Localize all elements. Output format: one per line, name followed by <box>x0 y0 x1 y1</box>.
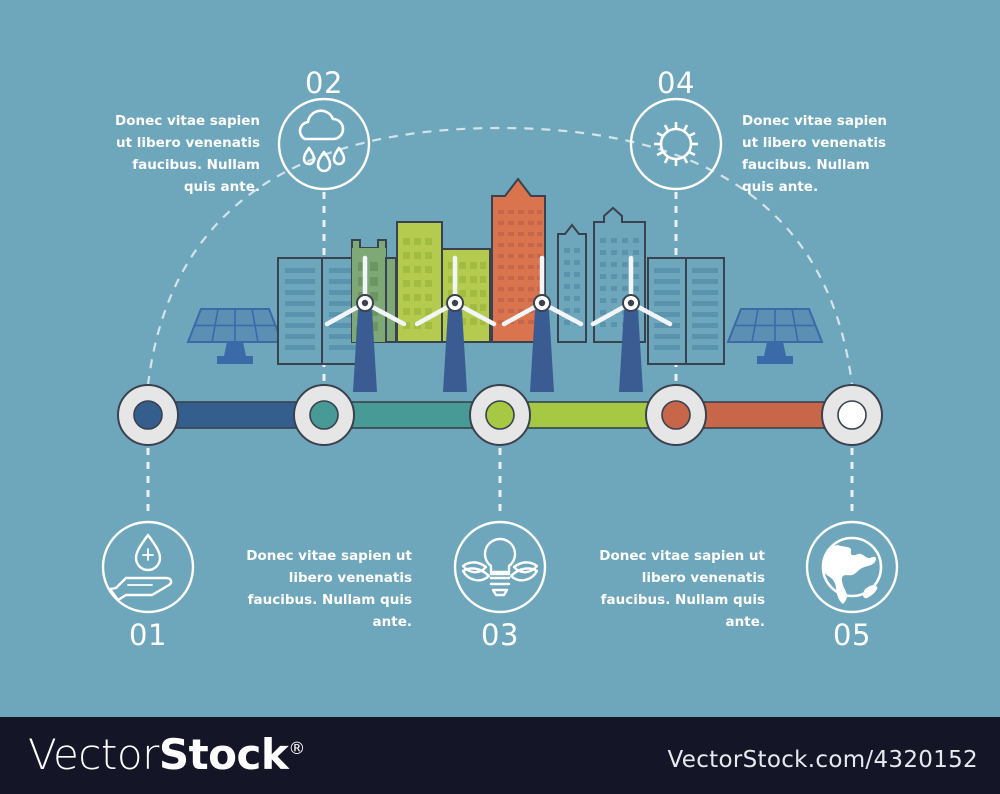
step-icon-05[interactable] <box>805 520 899 614</box>
building-1 <box>277 257 323 365</box>
rain-cloud-icon <box>298 109 346 173</box>
step-description-03: Donec vitae sapien ut libero venenatis f… <box>599 548 765 630</box>
wind-turbine-1 <box>324 255 407 392</box>
wind-turbine-4 <box>590 255 673 392</box>
step-number-03: 03 <box>481 618 519 652</box>
watermark-bar: VectorStock® VectorStock.com/4320152 <box>0 717 1000 794</box>
building-10 <box>647 257 687 365</box>
building-11 <box>685 257 725 365</box>
dashed-arc <box>146 126 854 386</box>
logo-stock-text: Stock <box>158 730 289 779</box>
step-icon-04[interactable] <box>629 97 723 191</box>
illustration-layer <box>101 97 899 614</box>
timeline-node-01[interactable] <box>117 384 179 446</box>
step-description-04: Donec vitae sapien ut libero venenatis f… <box>742 113 887 195</box>
wind-turbine-3 <box>501 255 584 392</box>
globe-icon <box>821 536 883 604</box>
watermark-url: VectorStock.com/4320152 <box>667 747 978 773</box>
step-number-04: 04 <box>657 66 695 100</box>
step-number-02: 02 <box>305 66 343 100</box>
hand-water-drop-icon <box>108 533 173 602</box>
step-icon-02[interactable] <box>277 97 371 191</box>
vectorstock-logo: VectorStock® <box>28 730 305 779</box>
building-7 <box>491 177 546 343</box>
step-description-01: Donec vitae sapien ut libero venenatis f… <box>246 548 412 630</box>
timeline-node-02[interactable] <box>293 384 355 446</box>
timeline-node-03[interactable] <box>469 384 531 446</box>
wind-turbine-2 <box>414 255 497 392</box>
logo-vector-text: Vector <box>28 730 159 779</box>
timeline-node-04[interactable] <box>645 384 707 446</box>
sun-icon <box>654 122 698 166</box>
solar-panel-right <box>726 308 824 364</box>
timeline-node-05[interactable] <box>821 384 883 446</box>
step-number-01: 01 <box>129 618 167 652</box>
step-number-05: 05 <box>833 618 871 652</box>
building-6 <box>441 248 491 343</box>
building-8 <box>557 223 587 343</box>
building-4 <box>385 257 397 343</box>
dashed-arc-group <box>146 126 854 386</box>
building-group <box>277 177 725 365</box>
step-description-02: Donec vitae sapien ut libero venenatis f… <box>115 113 260 195</box>
infographic-canvas: 02 04 01 03 05 Donec vitae sapien ut lib… <box>101 66 899 652</box>
solar-panel-left <box>186 308 284 364</box>
step-icon-01[interactable] <box>101 520 195 614</box>
eco-lightbulb-icon <box>461 537 539 597</box>
step-icon-03[interactable] <box>453 520 547 614</box>
registered-mark-icon: ® <box>288 739 305 759</box>
